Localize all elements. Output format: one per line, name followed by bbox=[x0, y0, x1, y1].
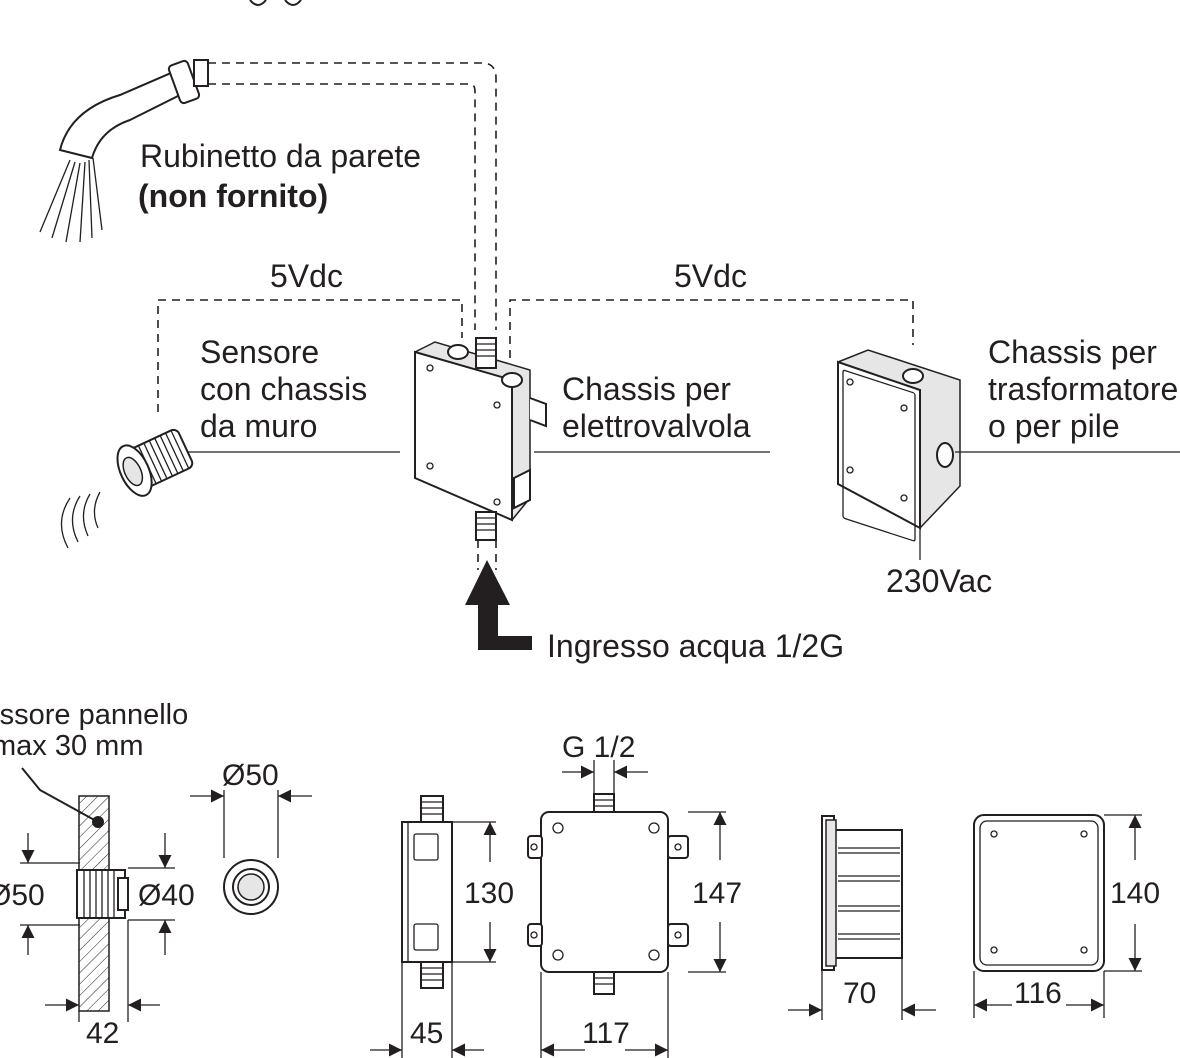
faucet-label-line2: (non fornito) bbox=[138, 178, 328, 214]
sensor-section-drawing: Spessore pannello max 30 mm Ø50 Ø40 42 bbox=[0, 699, 195, 1050]
transformer-height: 140 bbox=[1110, 877, 1160, 910]
valve-front-height: 147 bbox=[692, 877, 742, 910]
transformer-label-line2: trasformatore bbox=[988, 371, 1178, 407]
sensor-with-wall-chassis bbox=[60, 428, 400, 549]
sensor-depth: 42 bbox=[86, 1017, 119, 1050]
sensor-cable bbox=[157, 299, 463, 412]
sensor-outer-diameter: Ø50 bbox=[0, 879, 45, 912]
transformer-side-drawing: 70 bbox=[788, 815, 936, 1020]
wall-faucet bbox=[39, 59, 209, 243]
transformer-depth: 70 bbox=[843, 977, 876, 1010]
sensor-inner-diameter: Ø40 bbox=[138, 879, 195, 912]
transformer-front-drawing: 140 116 bbox=[973, 814, 1160, 1018]
valve-label-line2: elettrovalvola bbox=[562, 408, 751, 444]
sensor-label-line1: Sensore bbox=[200, 334, 319, 370]
valve-side-drawing: 130 45 bbox=[370, 795, 514, 1058]
transformer-label-line1: Chassis per bbox=[988, 334, 1157, 370]
valve-front-drawing: G 1/2 147 117 bbox=[527, 731, 742, 1058]
water-inlet-arrow bbox=[465, 560, 532, 650]
valve-front-width: 117 bbox=[582, 1017, 630, 1050]
transformer-width: 116 bbox=[1014, 977, 1062, 1010]
solenoid-valve-chassis bbox=[413, 337, 770, 541]
panel-thickness-line2: max 30 mm bbox=[0, 730, 143, 762]
panel-thickness-line1: Spessore pannello bbox=[0, 699, 188, 731]
sensor-label-line3: da muro bbox=[200, 408, 317, 444]
transformer-label-line3: o per pile bbox=[988, 408, 1120, 444]
sensor-front-drawing: Ø50 bbox=[190, 759, 312, 915]
voltage-right-label: 5Vdc bbox=[674, 258, 747, 294]
voltage-left-label: 5Vdc bbox=[270, 258, 343, 294]
valve-label-line1: Chassis per bbox=[562, 371, 731, 407]
faucet-label-line1: Rubinetto da parete bbox=[140, 138, 421, 174]
water-inlet-label: Ingresso acqua 1/2G bbox=[547, 628, 844, 664]
valve-thread-size: G 1/2 bbox=[562, 731, 635, 764]
transformer-chassis bbox=[836, 349, 1180, 560]
sensor-label-line2: con chassis bbox=[200, 371, 367, 407]
valve-side-depth: 45 bbox=[410, 1017, 443, 1050]
transformer-cable bbox=[509, 299, 914, 358]
valve-side-height: 130 bbox=[464, 877, 514, 910]
sensor-front-diameter: Ø50 bbox=[222, 759, 279, 792]
mains-label: 230Vac bbox=[886, 563, 992, 599]
